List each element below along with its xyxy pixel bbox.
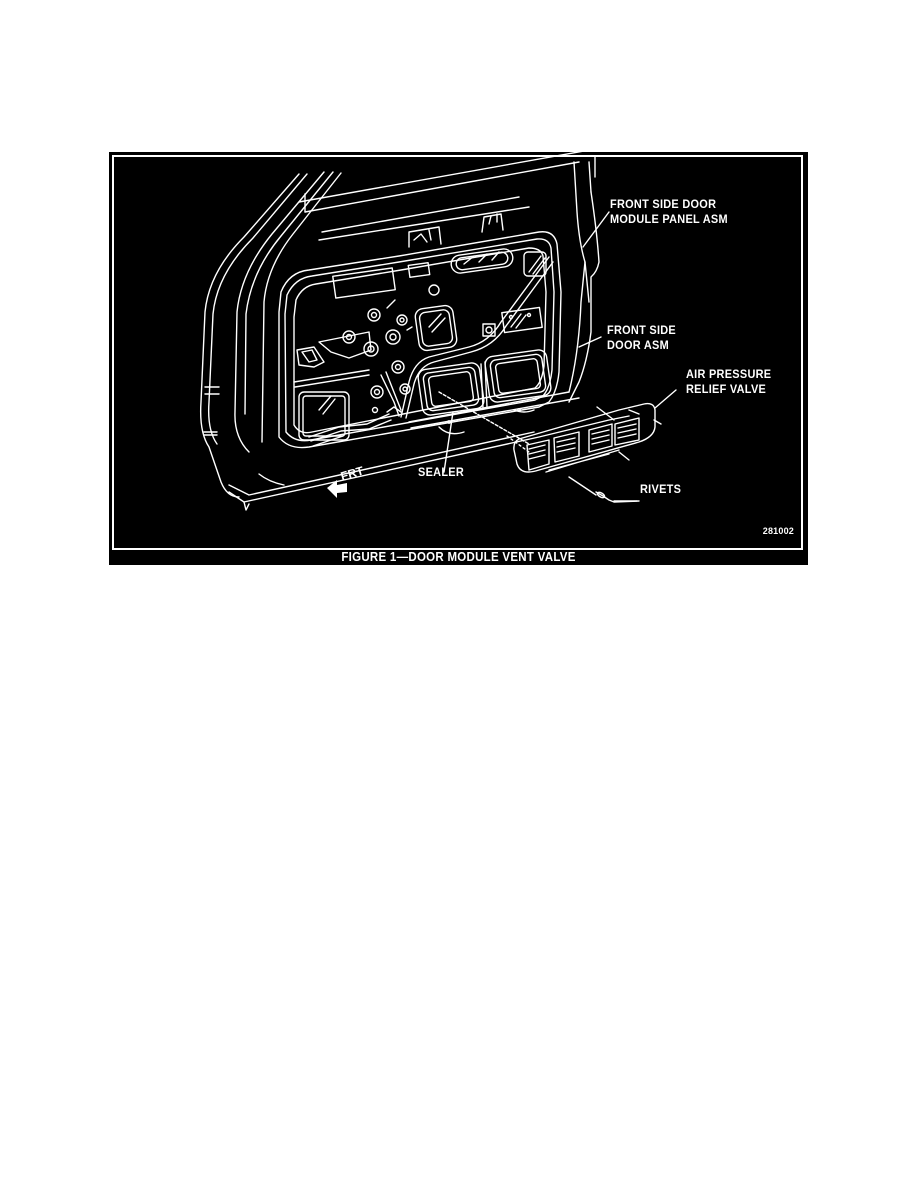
callout-rivets: RIVETS bbox=[640, 484, 682, 496]
door-vent-openings bbox=[408, 349, 580, 435]
arrow-left-icon bbox=[327, 480, 347, 498]
callout-module-panel-asm: FRONT SIDE DOOR MODULE PANEL ASM bbox=[610, 199, 728, 226]
door-outer-frame bbox=[199, 152, 630, 511]
callout-front-side-door-asm: FRONT SIDE DOOR ASM bbox=[607, 325, 677, 352]
relief-valve bbox=[438, 391, 662, 503]
figure-caption: FIGURE 1—DOOR MODULE VENT VALVE bbox=[341, 550, 576, 564]
callout-sealer: SEALER bbox=[418, 467, 465, 479]
figure-id: 281002 bbox=[762, 526, 794, 536]
figure-frame bbox=[112, 155, 803, 550]
leader-lines bbox=[443, 211, 677, 502]
callout-air-pressure-relief-valve: AIR PRESSURE RELIEF VALVE bbox=[686, 369, 772, 396]
module-panel bbox=[278, 213, 562, 449]
figure-door-module-vent-valve: FRONT SIDE DOOR MODULE PANEL ASM FRONT S… bbox=[109, 152, 808, 565]
door-line-drawing bbox=[199, 152, 677, 511]
